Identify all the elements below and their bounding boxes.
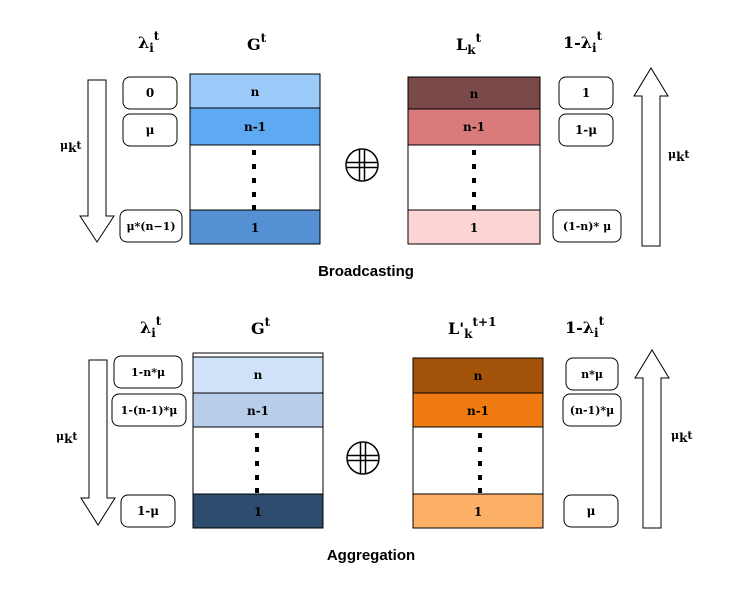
g-cell-top (192, 356, 324, 394)
g-cell-label: 1 (251, 221, 259, 235)
g-cell-label: n-1 (244, 120, 266, 134)
lambda-box-label: 1-μ (137, 504, 159, 518)
g-header: Gt (251, 315, 271, 338)
l-cell-label: n-1 (467, 404, 489, 418)
one-minus-lambda-header: 1-λit (565, 314, 605, 340)
one-minus-lambda-box (563, 494, 619, 528)
lambda-box-label: 0 (146, 86, 154, 100)
one-minus-lambda-box-label: 1 (582, 86, 590, 100)
mu-k-label-left: μkt (56, 430, 78, 446)
lambda-box (122, 76, 178, 110)
l-prime-header: L'kt+1 (448, 315, 496, 341)
lambda-box (113, 355, 183, 389)
lambda-box-label: 1-n*μ (131, 366, 165, 379)
vertical-ellipsis (472, 150, 476, 210)
down-arrow (79, 79, 115, 243)
one-minus-lambda-box (558, 76, 614, 110)
broadcasting-caption: Broadcasting (318, 263, 414, 280)
lambda-box-label: 1-(n-1)*μ (121, 404, 178, 417)
lambda-header: λit (138, 29, 160, 55)
l-cell-top (407, 76, 541, 110)
direct-sum-icon (345, 148, 379, 182)
one-minus-lambda-box-label: n*μ (581, 368, 603, 381)
l-cell-second (412, 392, 544, 428)
g-cell-second (192, 392, 324, 428)
l-cell-label: 1 (474, 505, 482, 519)
lambda-box (120, 494, 176, 528)
l-cell-label: n (474, 369, 483, 383)
g-cell-top (189, 73, 321, 109)
direct-sum-icon (346, 441, 380, 475)
one-minus-lambda-box (552, 209, 622, 243)
broadcasting-panel: λit Gt Lkt 1-λit μkt μkt 0 μ μ*(n−1) n (60, 29, 690, 280)
l-cell-bottom (412, 493, 544, 529)
lambda-header: λit (140, 314, 162, 340)
lambda-box (119, 209, 183, 243)
g-cell-label: n (254, 368, 263, 382)
lambda-box-label: μ*(n−1) (126, 220, 175, 233)
one-minus-lambda-box (562, 393, 622, 427)
aggregation-panel: λit Gt L'kt+1 1-λit μkt μkt 1-n*μ 1-(n-1… (56, 314, 693, 564)
l-cell-top (412, 357, 544, 394)
l-cell-label: n (470, 87, 479, 101)
mu-k-label-right: μkt (671, 429, 693, 445)
one-minus-lambda-box (565, 357, 619, 391)
l-cell-label: 1 (470, 221, 478, 235)
g-header: Gt (247, 31, 267, 54)
l-cell-bottom (407, 209, 541, 245)
g-cell-bottom (189, 209, 321, 245)
one-minus-lambda-box-label: (n-1)*μ (570, 404, 614, 417)
g-cell-bottom (192, 493, 324, 529)
up-arrow (634, 349, 670, 529)
down-arrow (80, 359, 116, 526)
lambda-box (111, 393, 187, 427)
g-cell-label: 1 (254, 505, 262, 519)
aggregation-caption: Aggregation (327, 547, 415, 564)
up-arrow (633, 67, 669, 247)
l-header: Lkt (456, 31, 482, 57)
g-cell-label: n-1 (247, 404, 269, 418)
l-cell-label: n-1 (463, 120, 485, 134)
one-minus-lambda-box (558, 113, 614, 147)
vertical-ellipsis (478, 433, 482, 493)
g-cell-gap (192, 426, 324, 495)
lambda-box (122, 113, 178, 147)
vertical-ellipsis (252, 150, 256, 210)
vertical-ellipsis (255, 433, 259, 493)
mu-k-label-right: μkt (668, 148, 690, 164)
one-minus-lambda-header: 1-λit (563, 29, 603, 55)
g-cell-label: n (251, 85, 260, 99)
one-minus-lambda-box-label: 1-μ (575, 123, 597, 137)
g-top-line (192, 352, 324, 358)
lambda-box-label: μ (146, 123, 155, 137)
mu-k-label-left: μkt (60, 139, 82, 155)
one-minus-lambda-box-label: μ (587, 504, 596, 518)
one-minus-lambda-box-label: (1-n)* μ (563, 220, 611, 233)
l-cell-gap (412, 426, 544, 495)
